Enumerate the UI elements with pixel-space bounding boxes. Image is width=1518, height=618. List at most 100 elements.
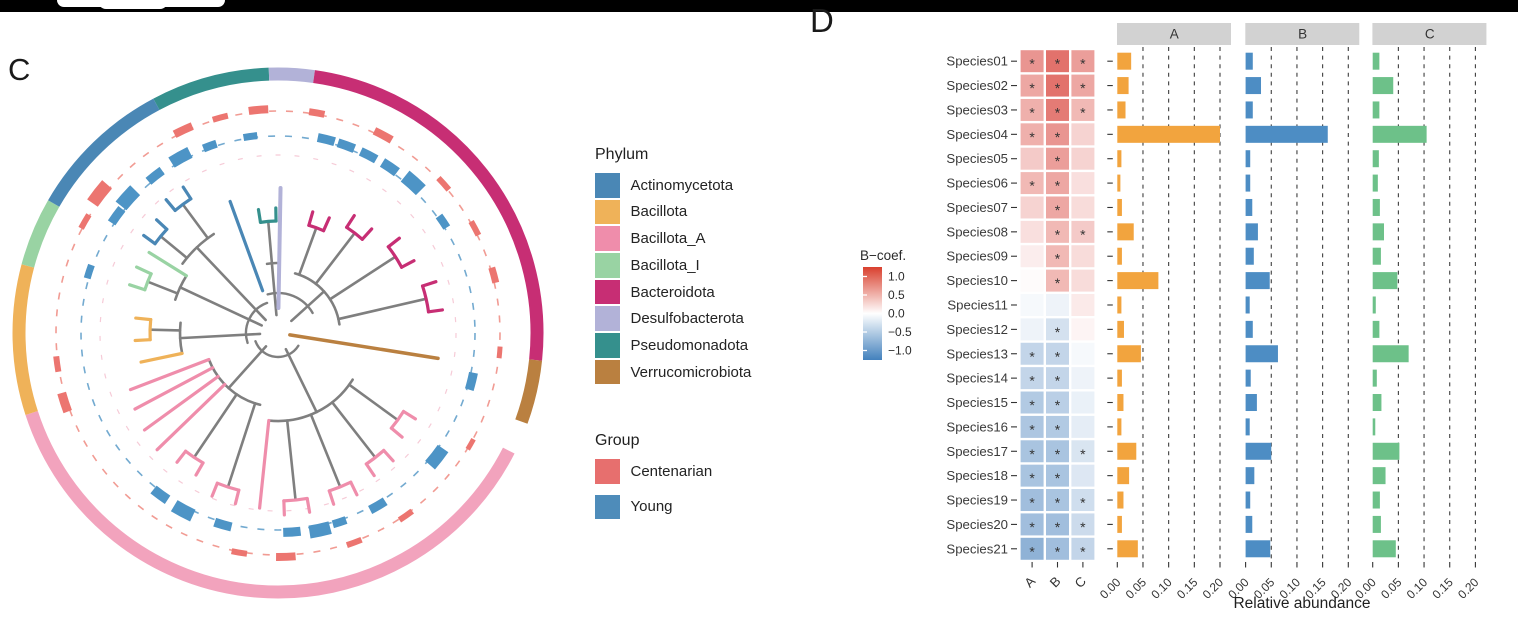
abundance-bar (1372, 540, 1396, 558)
abundance-bar (1117, 150, 1122, 168)
heatmap-cell (1044, 463, 1071, 488)
significance-asterisk: * (1029, 543, 1035, 559)
significance-asterisk: * (1080, 519, 1086, 535)
phylum-outer-ring (12, 67, 544, 599)
abundance-bar (1245, 125, 1328, 143)
species-label: Species03 (946, 102, 1008, 117)
heatmap-cell (1070, 292, 1096, 318)
phylum-legend-item-bacillota_i: Bacillota_I (595, 253, 751, 278)
significance-asterisk: * (1080, 56, 1086, 72)
heatmap-cell (1044, 512, 1071, 537)
top-bar-notch (98, 0, 168, 9)
heatmap-cell (1019, 195, 1045, 220)
species-label: Species12 (946, 322, 1008, 337)
clade-verrucomicrobiota (288, 333, 440, 361)
abundance-block (336, 138, 357, 153)
heatmap-cell (1070, 268, 1096, 293)
significance-asterisk: * (1029, 80, 1035, 96)
species-label: Species18 (946, 468, 1008, 483)
heatmap-row: Species02*** (946, 73, 1096, 98)
clade-bacillota_a (258, 347, 417, 517)
phylum-legend-item-desulfobacterota: Desulfobacterota (595, 306, 751, 331)
clade-bacillota_i (128, 250, 263, 327)
heatmap-and-barcharts: B−coef.1.00.50.0−0.5−1.0Species01***Spec… (860, 23, 1487, 612)
ring-segment-actinomycetota (48, 98, 160, 207)
heatmap-cell (1044, 365, 1071, 391)
abundance-bar (1372, 418, 1376, 436)
ring-segment-pseudomonadota (153, 67, 270, 111)
heatmap-cell (1070, 195, 1096, 220)
abundance-bar (1372, 101, 1380, 119)
significance-asterisk: * (1029, 104, 1035, 120)
heatmap-row: Species21*** (946, 536, 1096, 561)
phylum-name: Actinomycetota (630, 176, 734, 194)
group-swatch (595, 494, 620, 519)
abundance-block (107, 206, 126, 226)
abundance-block (145, 166, 165, 185)
heatmap-row: Species06** (946, 170, 1096, 196)
abundance-bar (1245, 296, 1250, 314)
species-label: Species14 (946, 371, 1008, 386)
heatmap-cell (1044, 414, 1071, 440)
group-name: Centenarian (630, 462, 713, 480)
heatmap-row: Species04** (946, 122, 1096, 147)
significance-asterisk: * (1055, 543, 1061, 559)
abundance-block (358, 147, 379, 164)
ring-segment-bacillota (12, 264, 38, 416)
circular-phylogenetic-tree (12, 67, 544, 599)
abundance-bar (1245, 101, 1253, 119)
phylum-swatch (595, 253, 620, 278)
x-tick-label: 0.10 (1404, 575, 1431, 602)
heatmap-cell (1044, 219, 1071, 245)
clade-actinomycetota (142, 185, 267, 322)
significance-asterisk: * (1029, 373, 1035, 389)
abundance-bar (1372, 272, 1398, 290)
heatmap-cell (1044, 536, 1071, 561)
heatmap-column-label: A (1021, 573, 1038, 590)
significance-asterisk: * (1029, 446, 1035, 462)
significance-asterisk: * (1029, 397, 1035, 413)
heatmap-cell (1070, 463, 1096, 488)
heatmap-cell (1019, 390, 1045, 415)
phylum-swatch (595, 226, 620, 251)
phylum-swatch (595, 279, 620, 305)
species-label: Species01 (946, 54, 1008, 69)
phylum-legend-item-bacillota: Bacillota (595, 199, 751, 225)
heatmap-cell (1044, 292, 1071, 318)
significance-asterisk: * (1055, 397, 1061, 413)
heatmap-cell (1019, 512, 1045, 537)
abundance-bar (1245, 540, 1271, 558)
heatmap-cell (1044, 170, 1071, 196)
heatmap-cell (1019, 487, 1045, 513)
heatmap-cell (1070, 512, 1096, 537)
species-label: Species19 (946, 493, 1008, 508)
abundance-bar (1117, 394, 1124, 412)
facet-strip (1117, 23, 1231, 45)
heatmap-cell (1070, 390, 1096, 415)
abundance-bar (1245, 369, 1251, 387)
heatmap-row: Species13** (946, 341, 1096, 366)
phylum-swatch (595, 173, 620, 198)
group-legend-item-young: Young (595, 494, 712, 519)
abundance-bar (1117, 491, 1124, 509)
species-label: Species13 (946, 346, 1008, 361)
heatmap-column-label: B (1047, 573, 1064, 590)
species-label: Species16 (946, 419, 1008, 434)
significance-asterisk: * (1055, 275, 1061, 291)
abundance-bar (1372, 150, 1379, 168)
phylum-swatch (595, 199, 620, 225)
abundance-bar (1372, 345, 1409, 363)
abundance-bar (1372, 296, 1376, 314)
heatmap-cell (1019, 170, 1045, 196)
bcoef-heatmap: Species01 * * * Species02 * * * Species03 * * * Spec… (946, 48, 1096, 591)
abundance-block (150, 485, 171, 504)
abundance-bar (1117, 223, 1134, 241)
clade-actinomycetota (228, 199, 265, 293)
species-label: Species02 (946, 78, 1008, 93)
heatmap-cell (1019, 439, 1045, 464)
abundance-block (465, 437, 476, 451)
heatmap-cell (1044, 439, 1071, 464)
